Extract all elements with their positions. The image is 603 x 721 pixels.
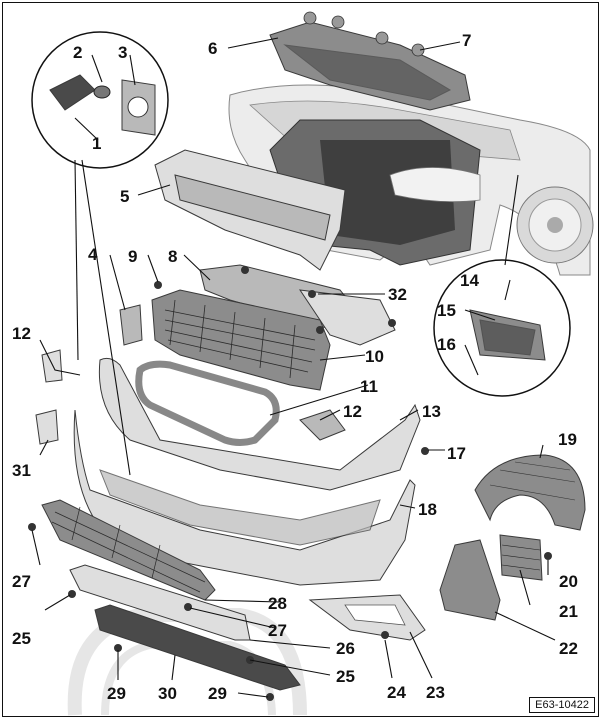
callout-31: 31 bbox=[12, 461, 31, 480]
part-21-grille-insert bbox=[499, 534, 543, 581]
callout-32: 32 bbox=[388, 285, 407, 304]
part-10-radiator-grille bbox=[151, 289, 331, 391]
callout-14: 14 bbox=[460, 271, 479, 290]
callout-18: 18 bbox=[418, 500, 437, 519]
callout-24: 24 bbox=[387, 683, 406, 702]
callout-17: 17 bbox=[447, 444, 466, 463]
callout-30: 30 bbox=[158, 684, 177, 703]
callout-25b: 25 bbox=[336, 667, 355, 686]
callout-12a: 12 bbox=[12, 324, 31, 343]
callout-27a: 27 bbox=[12, 572, 31, 591]
callout-labels: 1 2 3 4 5 6 7 8 9 10 11 12 12 13 14 15 1… bbox=[12, 31, 578, 703]
callout-10: 10 bbox=[365, 347, 384, 366]
callout-22: 22 bbox=[559, 639, 578, 658]
callout-28: 28 bbox=[268, 594, 287, 613]
callout-8: 8 bbox=[168, 247, 177, 266]
fasteners bbox=[28, 266, 552, 701]
callout-26: 26 bbox=[336, 639, 355, 658]
callout-16: 16 bbox=[437, 335, 456, 354]
part-5-impact-carrier bbox=[154, 149, 346, 271]
callout-1: 1 bbox=[92, 134, 101, 153]
callout-7: 7 bbox=[462, 31, 471, 50]
detail-circle-fixings bbox=[433, 259, 571, 397]
callout-15: 15 bbox=[437, 301, 456, 320]
callout-25a: 25 bbox=[12, 629, 31, 648]
part-28-lower-grille bbox=[41, 499, 216, 601]
callout-4: 4 bbox=[88, 245, 98, 264]
detail-circle-sensor bbox=[31, 31, 169, 169]
callout-2: 2 bbox=[73, 43, 82, 62]
callout-21: 21 bbox=[559, 602, 578, 621]
part-19-wheel-housing-liner bbox=[474, 454, 586, 531]
part-11-grille-trim bbox=[135, 360, 280, 446]
callout-29b: 29 bbox=[208, 684, 227, 703]
callout-12b: 12 bbox=[343, 402, 362, 421]
callout-9: 9 bbox=[128, 247, 137, 266]
part-18-bumper-lower bbox=[73, 409, 416, 586]
callout-3: 3 bbox=[118, 43, 127, 62]
callout-5: 5 bbox=[120, 187, 129, 206]
callout-27b: 27 bbox=[268, 621, 287, 640]
figure-reference-code: E63-10422 bbox=[529, 697, 595, 713]
part-22-air-duct bbox=[439, 539, 501, 621]
callout-23: 23 bbox=[426, 683, 445, 702]
part-6-radiator-top-cover bbox=[269, 11, 471, 111]
callout-29a: 29 bbox=[107, 684, 126, 703]
leader-lines bbox=[31, 37, 556, 698]
part-13-bumper-cover bbox=[98, 357, 421, 491]
small-bracket-parts bbox=[35, 304, 143, 445]
callout-6: 6 bbox=[208, 39, 217, 58]
callout-20: 20 bbox=[559, 572, 578, 591]
callout-13: 13 bbox=[422, 402, 441, 421]
callout-19: 19 bbox=[558, 430, 577, 449]
part-30-spoiler-lower bbox=[94, 604, 301, 691]
part-23-trim-panel bbox=[308, 594, 426, 641]
part-8-grille-bracket bbox=[199, 264, 396, 346]
callout-11: 11 bbox=[360, 377, 378, 396]
